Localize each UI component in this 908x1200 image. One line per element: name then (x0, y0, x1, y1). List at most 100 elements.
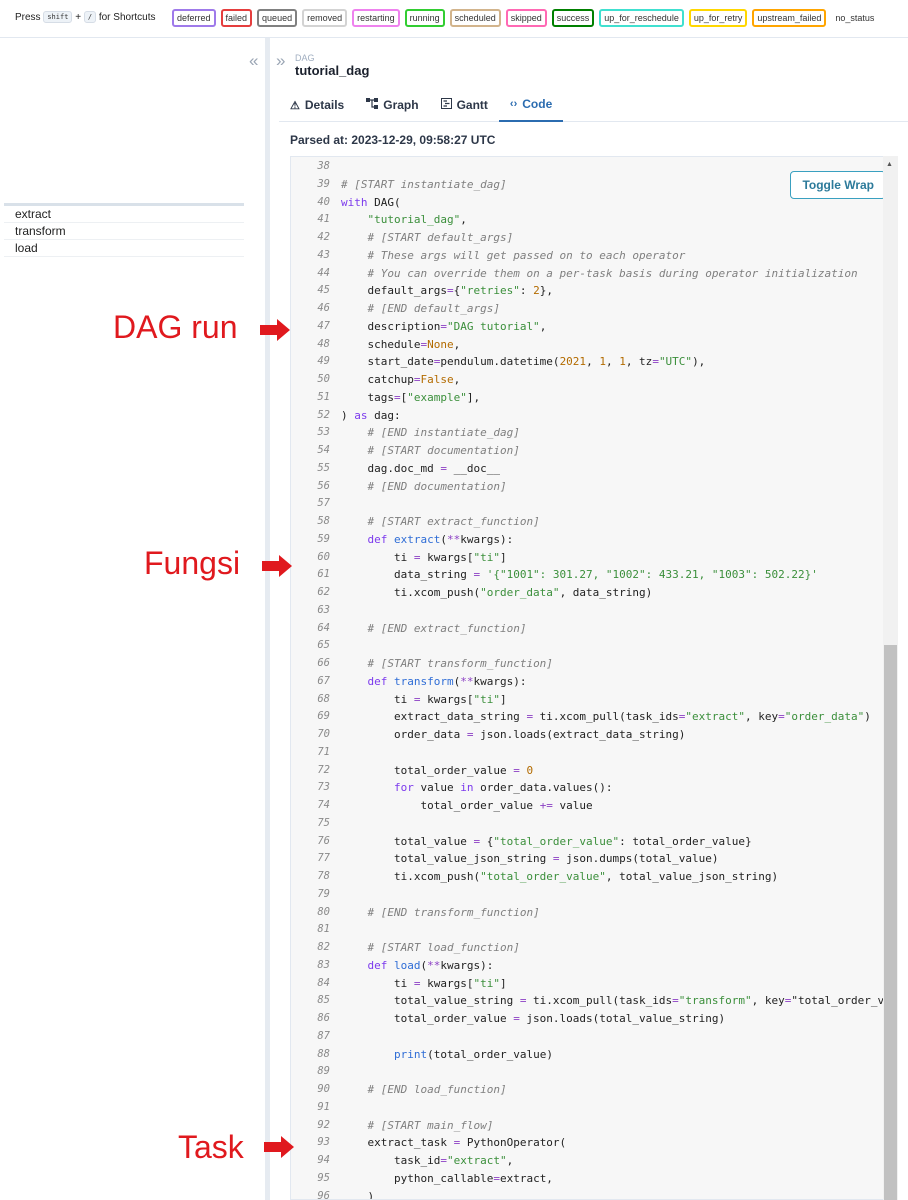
line-number: 43 (317, 248, 330, 261)
code-text: ti.xcom_push("total_order_value", total_… (341, 870, 779, 883)
line-number: 79 (317, 887, 330, 900)
code-text: def extract(**kwargs): (367, 532, 514, 546)
tab-gantt[interactable]: Gantt (430, 88, 499, 122)
line-number: 52 (317, 408, 330, 421)
code-text: total_value_json_string = json.dumps(tot… (341, 852, 719, 866)
tab-details-label: Details (304, 98, 345, 112)
annotation-fungsi: Fungsi (144, 545, 241, 581)
legend-badge-upstream-failed[interactable]: upstream_failed (752, 9, 827, 27)
line-number: 40 (317, 195, 330, 208)
line-number: 91 (317, 1100, 330, 1113)
code-text: # [START extract_function] (367, 515, 540, 528)
code-text: print(total_order_value) (393, 1047, 553, 1061)
line-number: 86 (317, 1012, 330, 1024)
tab-code-label: Code (522, 97, 553, 111)
code-text: # These args will get passed on to each … (367, 248, 686, 262)
line-number: 88 (317, 1047, 330, 1060)
legend-badge-failed[interactable]: failed (220, 9, 253, 27)
code-text: def load(**kwargs): (367, 958, 494, 972)
code-text: start_date=pendulum.datetime(2021, 1, 1,… (341, 355, 706, 369)
line-number: 67 (317, 674, 330, 687)
code-text: # [START transform_function] (367, 657, 553, 670)
code-text: description="DAG tutorial", (341, 319, 547, 333)
code-text: # You can override them on a per-task ba… (367, 266, 858, 280)
code-text: # [START load_function] (367, 941, 520, 954)
line-number: 38 (317, 160, 330, 172)
code-text: ) (341, 1189, 375, 1200)
line-number: 78 (317, 870, 330, 882)
code-text: # [END transform_function] (367, 905, 540, 919)
line-number: 87 (317, 1029, 330, 1042)
code-text: # [END extract_function] (367, 621, 527, 635)
legend-badge-removed[interactable]: removed (302, 9, 348, 27)
legend-badge-skipped[interactable]: skipped (505, 9, 547, 27)
line-number: 47 (317, 319, 330, 332)
tab-details[interactable]: ⚠ Details (279, 88, 355, 122)
collapse-sidebar-icon[interactable]: « (249, 51, 259, 70)
expand-details-icon[interactable]: » (276, 51, 286, 70)
shift-key: shift (43, 11, 73, 23)
code-text: total_order_value = json.loads(total_val… (341, 1012, 726, 1025)
sidebar-task-load[interactable]: load (4, 240, 244, 257)
code-text: schedule=None, (341, 337, 461, 351)
tab-graph-label: Graph (383, 98, 419, 112)
code-text: # [END documentation] (367, 479, 507, 493)
code-text: for value in order_data.values(): (393, 781, 613, 795)
line-number: 56 (317, 479, 330, 492)
line-number: 49 (317, 355, 330, 368)
line-number: 85 (317, 994, 330, 1007)
arrow-right-icon (264, 1136, 294, 1158)
code-text: default_args={"retries": 2}, (341, 284, 553, 298)
line-number: 82 (317, 941, 330, 953)
tab-graph[interactable]: Graph (355, 88, 429, 122)
line-number: 68 (317, 692, 330, 705)
code-text: ti = kwargs["ti"] (341, 692, 507, 706)
line-number: 74 (317, 799, 330, 811)
code-icon: ‹› (509, 98, 518, 110)
scrollbar-thumb[interactable] (884, 645, 897, 1200)
legend-badge-deferred[interactable]: deferred (172, 9, 216, 27)
sidebar-task-extract[interactable]: extract (4, 206, 244, 223)
line-number: 94 (317, 1154, 330, 1166)
code-text: def transform(**kwargs): (367, 674, 527, 688)
legend-badge-up-for-reschedule[interactable]: up_for_reschedule (599, 9, 684, 27)
legend-badge-restarting[interactable]: restarting (352, 9, 400, 27)
sidebar-resize-handle[interactable] (265, 38, 270, 1200)
toggle-wrap-button[interactable]: Toggle Wrap (790, 171, 886, 199)
legend-badge-success[interactable]: success (551, 9, 595, 27)
line-number: 69 (317, 710, 330, 723)
legend-badge-queued[interactable]: queued (257, 9, 298, 27)
line-number: 39 (317, 177, 330, 190)
shortcut-hint: Press shift + / for Shortcuts (15, 11, 156, 23)
arrow-right-icon (260, 319, 290, 341)
line-number: 46 (317, 302, 330, 314)
line-number: 42 (317, 231, 330, 243)
legend-badge-running[interactable]: running (404, 9, 445, 27)
code-text: catchup=False, (341, 373, 461, 386)
line-number: 65 (317, 639, 330, 652)
tab-code[interactable]: ‹› Code (498, 88, 564, 122)
gantt-icon (440, 98, 452, 112)
line-number: 50 (317, 373, 330, 385)
sidebar-task-transform[interactable]: transform (4, 223, 244, 240)
tab-gantt-label: Gantt (456, 98, 488, 112)
scroll-up-icon[interactable]: ▲ (886, 161, 893, 168)
line-number: 75 (317, 816, 330, 829)
legend-badge-no-status[interactable]: no_status (835, 13, 875, 23)
line-number: 64 (317, 621, 330, 634)
legend-badge-scheduled[interactable]: scheduled (449, 9, 501, 27)
line-number: 45 (317, 284, 330, 297)
line-number: 95 (317, 1171, 330, 1184)
legend-badge-up-for-retry[interactable]: up_for_retry (688, 9, 748, 27)
code-text: # [START default_args] (367, 231, 514, 244)
code-text: # [START main_flow] (367, 1118, 494, 1132)
code-text: total_order_value += value (341, 799, 593, 812)
line-number: 61 (317, 568, 330, 581)
dag-title[interactable]: tutorial_dag (295, 63, 370, 78)
line-number: 41 (317, 213, 330, 226)
line-number: 62 (317, 586, 330, 598)
line-number: 90 (317, 1083, 330, 1095)
